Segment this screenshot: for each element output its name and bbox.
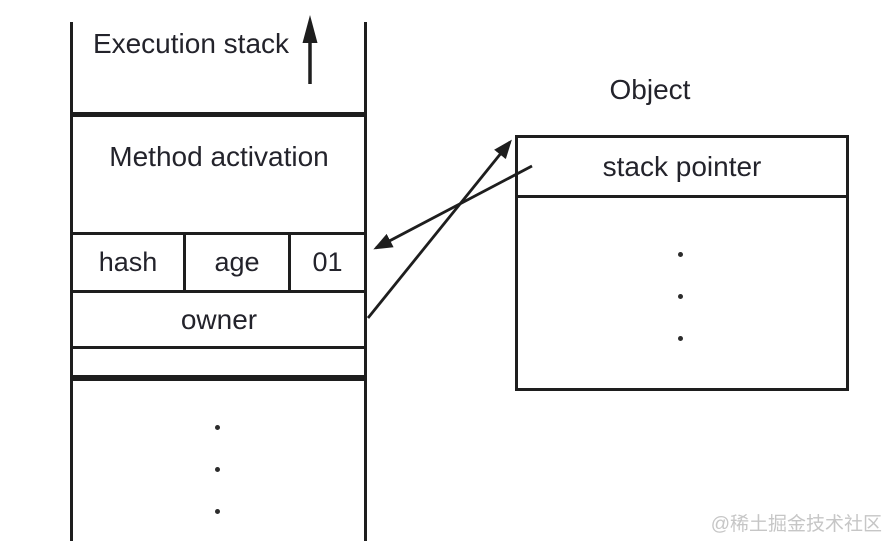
owner-label: owner [180, 303, 258, 335]
stack-line-above-owner [70, 290, 367, 293]
stack-line-above-slots [70, 232, 367, 235]
stack-frame-boundary-thick-top [70, 112, 367, 117]
method-activation-label: Method activation [109, 141, 329, 172]
object-title: Object [609, 74, 691, 105]
stack-right-rail [364, 22, 367, 541]
slot-divider-2 [288, 235, 291, 290]
ellipsis-dot [215, 509, 220, 514]
ellipsis-dot [678, 336, 683, 341]
watermark-text: @稀土掘金技术社区 [710, 514, 882, 535]
stack-left-rail [70, 22, 73, 541]
stack-growth-up-arrow-icon [302, 15, 318, 84]
stack-pointer-to-stack-arrow-icon [373, 164, 533, 250]
stack-line-below-owner [70, 346, 367, 349]
stack-pointer-field-label: stack pointer [602, 150, 762, 182]
slot-cell-01: 01 [312, 247, 343, 277]
ellipsis-dot [215, 425, 220, 430]
ellipsis-dot [678, 252, 683, 257]
execution-stack-title: Execution stack [92, 28, 290, 59]
slot-divider-1 [183, 235, 186, 290]
object-box [515, 135, 849, 391]
slot-cell-hash: hash [98, 247, 158, 277]
stack-frame-boundary-thick-bottom [70, 375, 367, 381]
slot-cell-age: age [214, 247, 260, 277]
ellipsis-dot [215, 467, 220, 472]
owner-to-object-arrow-icon [366, 139, 512, 319]
object-field-separator [518, 195, 846, 198]
ellipsis-dot [678, 294, 683, 299]
